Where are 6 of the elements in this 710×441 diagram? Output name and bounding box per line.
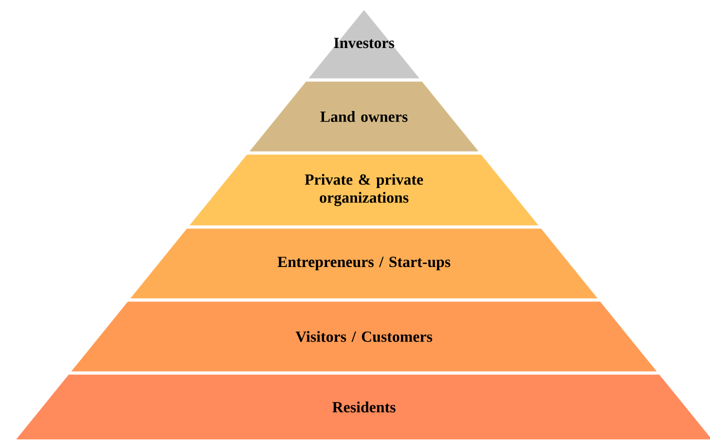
pyramid-layer: Residents xyxy=(16,374,710,440)
pyramid-layer: Private & private organizations xyxy=(190,154,538,226)
pyramid-layer: Visitors / Customers xyxy=(71,302,657,372)
pyramid-layer: Entrepreneurs / Start-ups xyxy=(130,228,598,298)
pyramid-layer: Land owners xyxy=(250,82,478,152)
pyramid-layer: Investors xyxy=(308,10,420,78)
